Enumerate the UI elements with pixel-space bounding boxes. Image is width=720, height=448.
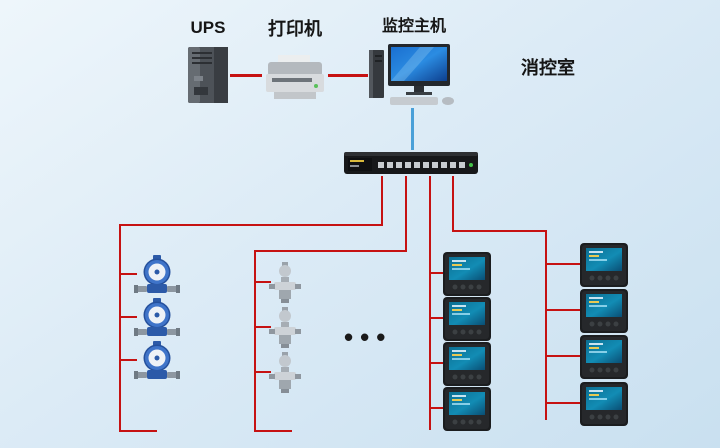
cable-stub-meterB2 bbox=[545, 309, 582, 311]
power-meter-illustration bbox=[443, 252, 491, 296]
valve-illustration bbox=[269, 307, 301, 348]
cable-stub-meterB3 bbox=[545, 355, 582, 357]
power-meter-illustration bbox=[580, 335, 628, 379]
power-meter bbox=[580, 289, 628, 333]
cable-stub-watermeter2 bbox=[119, 316, 137, 318]
cable-drop-branch4 bbox=[452, 176, 454, 232]
cable-bus-valves bbox=[254, 250, 407, 252]
printer-label: 打印机 bbox=[268, 19, 322, 39]
monitoring-host-device bbox=[368, 44, 460, 106]
power-meter-illustration bbox=[443, 297, 491, 341]
water-meter bbox=[134, 341, 180, 383]
valve-illustration bbox=[269, 262, 301, 303]
power-meter bbox=[443, 252, 491, 296]
power-meter bbox=[443, 342, 491, 386]
power-meter-illustration bbox=[580, 382, 628, 426]
power-meter-illustration bbox=[580, 289, 628, 333]
cable-stub-meterA1 bbox=[429, 272, 445, 274]
water-meter-illustration bbox=[134, 341, 180, 379]
control-room-label: 消控室 bbox=[521, 58, 575, 78]
printer-illustration bbox=[266, 55, 324, 99]
cable-stub-meterA2 bbox=[429, 317, 445, 319]
ups-label: UPS bbox=[190, 18, 226, 37]
power-meter bbox=[443, 297, 491, 341]
switch-illustration bbox=[344, 152, 478, 174]
cable-drop-branch2 bbox=[405, 176, 407, 252]
cable-stub-valve-bottom bbox=[254, 430, 292, 432]
cable-stub-valve1 bbox=[254, 281, 271, 283]
cable-printer-to-host bbox=[328, 74, 368, 77]
power-meter-illustration bbox=[443, 342, 491, 386]
cable-drop-branch3 bbox=[429, 176, 431, 430]
cable-stub-meterA4 bbox=[429, 407, 445, 409]
cable-bus-watermeters bbox=[119, 224, 383, 226]
cable-stub-watermeter1 bbox=[119, 273, 137, 275]
ups-device bbox=[186, 46, 230, 104]
power-meter bbox=[580, 243, 628, 287]
cable-stub-meterB1 bbox=[545, 263, 582, 265]
cable-bus-right-meters bbox=[452, 230, 547, 232]
cable-stub-valve2 bbox=[254, 326, 271, 328]
valve-device bbox=[268, 307, 302, 349]
cable-stub-valve3 bbox=[254, 371, 271, 373]
host-label: 监控主机 bbox=[381, 18, 446, 35]
cable-stub-meterB4 bbox=[545, 402, 582, 404]
cable-host-to-switch bbox=[411, 108, 414, 150]
power-meter bbox=[580, 335, 628, 379]
switch-device bbox=[344, 150, 478, 176]
power-meter-illustration bbox=[443, 387, 491, 431]
power-meter bbox=[580, 382, 628, 426]
water-meter bbox=[134, 255, 180, 297]
power-meter-illustration bbox=[580, 243, 628, 287]
valve-device bbox=[268, 352, 302, 394]
valve-device bbox=[268, 262, 302, 304]
water-meter-illustration bbox=[134, 255, 180, 293]
cable-drop-branch1 bbox=[381, 176, 383, 226]
cable-ups-to-printer bbox=[230, 74, 262, 77]
ups-illustration bbox=[188, 47, 228, 103]
more-devices-ellipsis: ••• bbox=[344, 322, 393, 352]
cable-riser-valves bbox=[254, 250, 256, 432]
monitoring-host-illustration bbox=[369, 44, 454, 105]
cable-stub-meterA3 bbox=[429, 362, 445, 364]
cable-riser-watermeters bbox=[119, 224, 121, 432]
power-meter bbox=[443, 387, 491, 431]
cable-stub-watermeter-bottom bbox=[119, 430, 157, 432]
water-meter-illustration bbox=[134, 298, 180, 336]
valve-illustration bbox=[269, 352, 301, 393]
cable-stub-watermeter3 bbox=[119, 359, 137, 361]
printer-device bbox=[262, 54, 328, 102]
cable-riser-right-meters bbox=[545, 230, 547, 420]
water-meter bbox=[134, 298, 180, 340]
